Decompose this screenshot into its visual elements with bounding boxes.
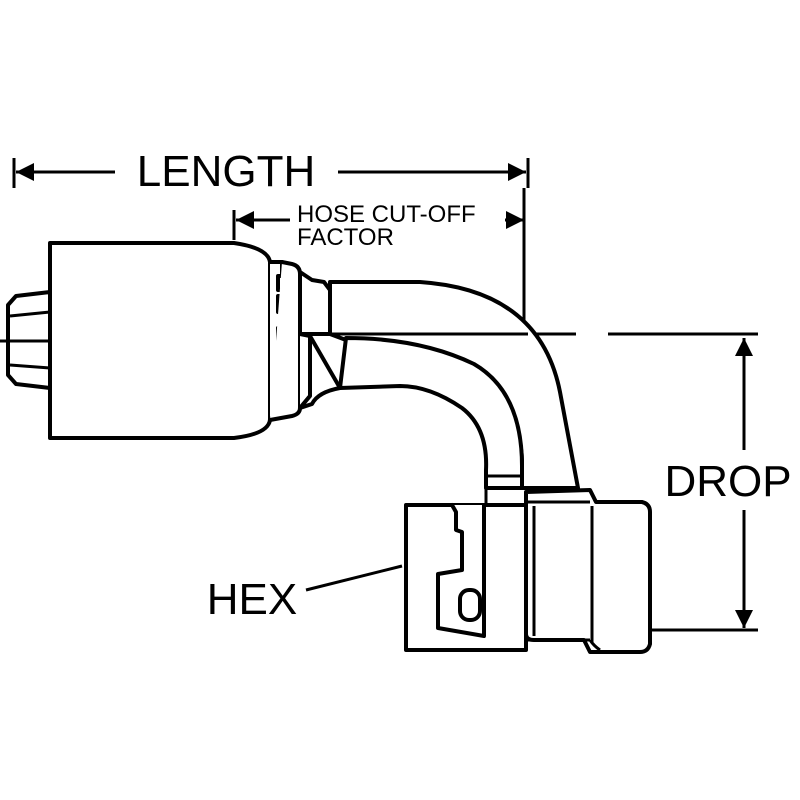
hex-callout: HEX [207,564,403,624]
hose-stub [0,290,52,390]
hex-leader-line [305,564,403,592]
swivel-nut [524,488,652,654]
hose-cutoff-label-line1: HOSE CUT-OFF [297,201,476,228]
elbow-tube [298,280,580,490]
nipple-step [298,270,332,336]
oring-icon [458,588,482,622]
ferrule-socket [48,241,332,440]
drop-label: DROP [664,457,791,506]
socket-body [48,241,272,440]
hex-label: HEX [207,575,297,624]
length-dimension: LENGTH [12,147,530,196]
drop-dimension: DROP [650,338,792,632]
hex-nut [404,474,652,654]
length-label: LENGTH [137,147,315,196]
hose-cutoff-label-line2: FACTOR [297,224,394,251]
elbow-inner [338,336,524,490]
